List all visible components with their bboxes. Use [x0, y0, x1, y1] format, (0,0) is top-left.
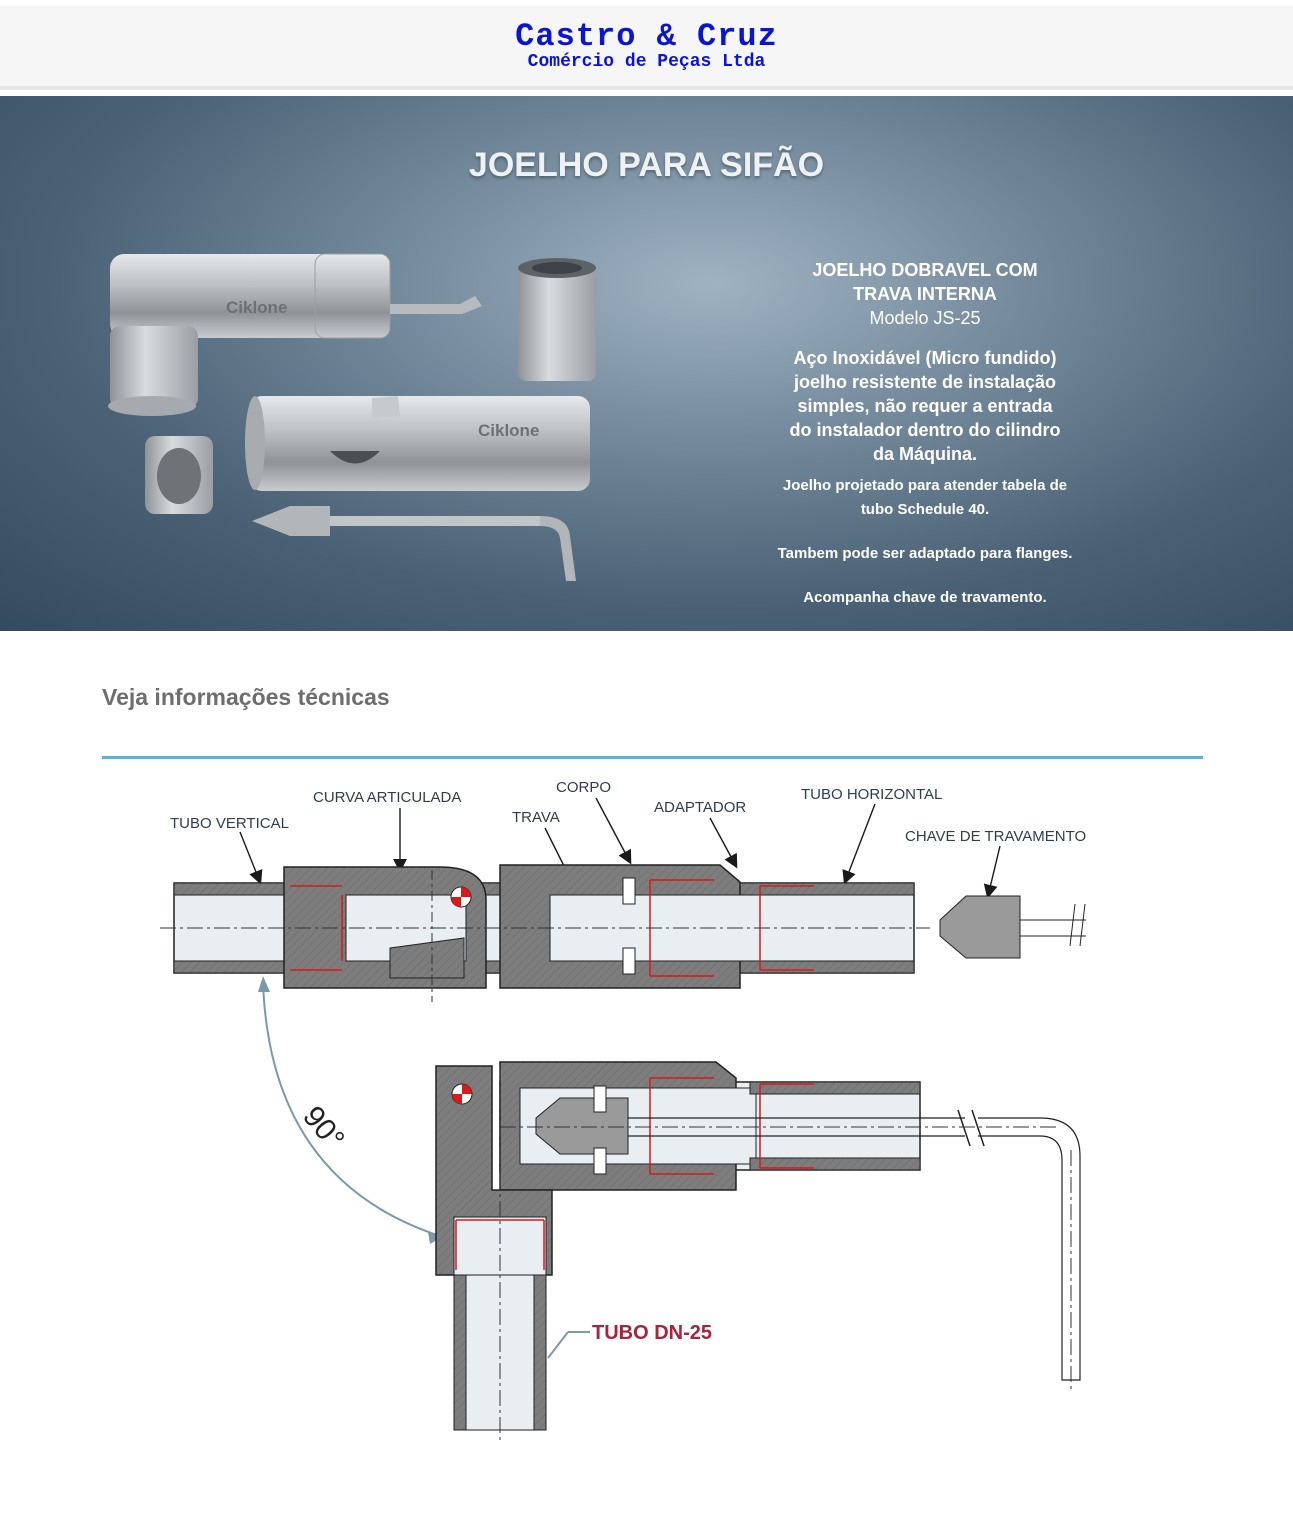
brand-name[interactable]: Castro & Cruz	[515, 18, 778, 55]
desc-line-5: da Máquina.	[872, 444, 977, 464]
label-curva-articulada: CURVA ARTICULADA	[313, 789, 461, 806]
note-line-2: tubo Schedule 40.	[860, 501, 990, 518]
hero-banner: JOELHO PARA SIFÃO Ciklone	[0, 96, 1293, 631]
brand-tagline: Comércio de Peças Ltda	[527, 52, 766, 72]
technical-drawing: TUBO VERTICAL CURVA ARTICULADA CORPO TRA…	[160, 779, 1086, 1442]
ring-part	[145, 436, 213, 514]
locking-key-part	[252, 506, 576, 581]
bottom-assembly	[435, 1061, 1081, 1442]
product-info: JOELHO DOBRAVEL COM TRAVA INTERNA Modelo…	[745, 258, 1105, 610]
product-photo: Ciklone Ciklone	[108, 253, 596, 581]
label-tubo-vertical: TUBO VERTICAL	[170, 815, 289, 832]
product-heading-2: TRAVA INTERNA	[853, 284, 997, 304]
desc-line-2: joelho resistente de instalação	[793, 372, 1057, 392]
desc-line-1: Aço Inoxidável (Micro fundido)	[793, 348, 1057, 368]
nut-part	[518, 258, 596, 381]
note-line-1: Joelho projetado para atender tabela de	[782, 477, 1068, 494]
label-angle: 90°	[296, 1100, 350, 1156]
note-line-4: Acompanha chave de travamento.	[803, 589, 1047, 606]
label-tubo-dn: TUBO DN-25	[592, 1322, 712, 1344]
site-header: Castro & Cruz Comércio de Peças Ltda	[0, 6, 1293, 90]
note-line-3: Tambem pode ser adaptado para flanges.	[777, 545, 1073, 562]
product-model: Modelo JS-25	[869, 308, 981, 328]
label-trava: TRAVA	[512, 809, 560, 826]
brand-engraving-2: Ciklone	[478, 421, 539, 440]
body-part: Ciklone	[245, 396, 590, 491]
product-heading-1: JOELHO DOBRAVEL COM	[812, 260, 1038, 280]
section-divider	[102, 756, 1203, 759]
label-tubo-horizontal: TUBO HORIZONTAL	[801, 786, 942, 803]
desc-line-4: do instalador dentro do cilindro	[789, 420, 1061, 440]
label-chave-travamento: CHAVE DE TRAVAMENTO	[905, 828, 1086, 845]
angle-arc	[262, 981, 441, 1237]
hero-title: JOELHO PARA SIFÃO	[468, 146, 825, 184]
desc-line-3: simples, não requer a entrada	[797, 396, 1053, 416]
brand-engraving-1: Ciklone	[226, 298, 287, 317]
label-corpo: CORPO	[556, 779, 611, 796]
elbow-part: Ciklone	[108, 253, 482, 416]
tech-section-title: Veja informações técnicas	[102, 684, 390, 710]
top-assembly	[160, 864, 1086, 1002]
label-adaptador: ADAPTADOR	[654, 799, 746, 816]
